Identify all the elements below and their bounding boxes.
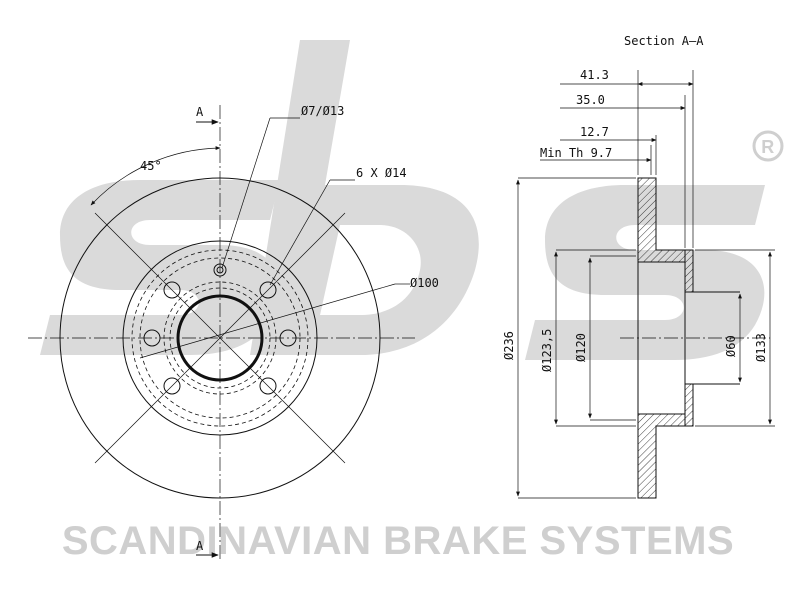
locating-hole-outer bbox=[213, 263, 227, 277]
bolt-holes-label: 6 X Ø14 bbox=[356, 166, 407, 180]
leader-locating-hole bbox=[221, 117, 271, 269]
diagonal-centerline bbox=[94, 212, 346, 464]
hub-diameter-label: Ø133 bbox=[754, 333, 768, 362]
hat-outer-circle bbox=[122, 240, 318, 436]
hat-dashed-circle-1 bbox=[131, 249, 309, 427]
bolt-hole bbox=[279, 329, 297, 347]
bolt-hole bbox=[259, 377, 277, 395]
section-title: Section A–A bbox=[624, 34, 704, 48]
registered-mark-icon: R bbox=[752, 130, 784, 162]
front-view: 45° A A Ø7/Ø13 6 X Ø14 Ø100 bbox=[28, 104, 439, 560]
outer-diameter-label: Ø236 bbox=[502, 331, 516, 360]
leader-bolt-holes bbox=[269, 179, 331, 286]
svg-text:R: R bbox=[761, 137, 775, 157]
total-height-label: 41.3 bbox=[580, 68, 609, 82]
min-thickness-label: Min Th 9.7 bbox=[540, 146, 612, 160]
center-bore bbox=[176, 294, 264, 382]
braking-inner-diameter-label: Ø123,5 bbox=[540, 329, 554, 372]
locating-hole-inner bbox=[216, 266, 224, 274]
brand-watermark-text: SCANDINAVIAN BRAKE SYSTEMS bbox=[62, 519, 734, 563]
angle-arc bbox=[90, 146, 221, 206]
bolt-holes bbox=[143, 281, 297, 395]
bolt-hole bbox=[163, 281, 181, 299]
section-view: Section A–A 41.3 35.0 12.7 Min Th 9.7 bbox=[502, 34, 775, 499]
hat-diameter-label: Ø120 bbox=[574, 333, 588, 362]
pcd-dashed-circle bbox=[163, 281, 277, 395]
thickness-label: 12.7 bbox=[580, 125, 609, 139]
bolt-hole bbox=[143, 329, 161, 347]
bore-diameter-label: Ø60 bbox=[724, 335, 738, 357]
section-hat-top bbox=[684, 249, 694, 293]
angle-label: 45° bbox=[140, 159, 162, 173]
leader-pcd bbox=[139, 283, 396, 359]
hat-dashed-circle-2 bbox=[139, 257, 301, 419]
hub-dashed-circle bbox=[169, 287, 271, 389]
hole-label: Ø7/Ø13 bbox=[301, 104, 344, 118]
bolt-hole bbox=[259, 281, 277, 299]
hat-height-label: 35.0 bbox=[576, 93, 605, 107]
section-ring-bottom bbox=[637, 413, 686, 499]
section-hat-bottom bbox=[684, 383, 694, 427]
pcd-label: Ø100 bbox=[410, 276, 439, 290]
bolt-hole bbox=[163, 377, 181, 395]
section-marker-bottom: A bbox=[196, 539, 204, 553]
section-marker-top: A bbox=[196, 105, 204, 119]
